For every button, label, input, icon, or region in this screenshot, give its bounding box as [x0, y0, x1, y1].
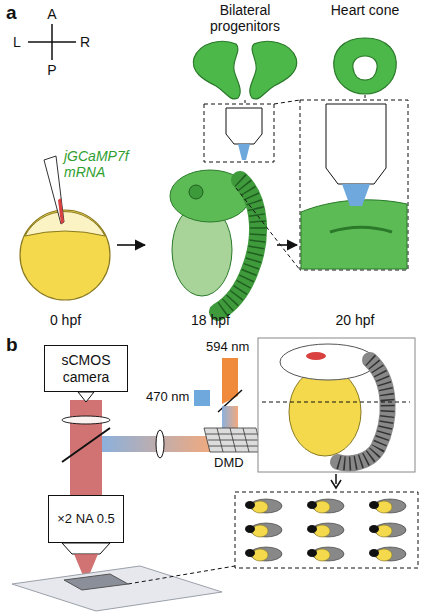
- orange-beam: [222, 358, 238, 404]
- stage-arrow: [117, 244, 145, 246]
- embryo-array: [245, 499, 406, 561]
- dashed-guide: [236, 188, 300, 270]
- stage-title: Heart cone: [325, 2, 405, 18]
- mini-embryo: [245, 547, 282, 561]
- pipette: [44, 156, 64, 224]
- zoom-frame: [300, 100, 408, 270]
- injection-label: jGCaMP7f mRNA: [64, 148, 136, 180]
- emission-beam: [70, 400, 102, 495]
- dashed-guide: [262, 402, 410, 403]
- inset-tail: [338, 360, 388, 463]
- stage-label: 20 hpf: [336, 312, 375, 328]
- objective-large: [326, 104, 386, 184]
- stage-label: 18 hpf: [191, 312, 230, 328]
- relay-lens: [156, 430, 164, 458]
- down-arrow: [331, 474, 341, 488]
- inset-somites: [338, 360, 388, 463]
- box-label: sCMOS camera: [49, 352, 123, 384]
- wavelength-label: 594 nm: [206, 340, 249, 355]
- tissue-streak: [330, 228, 392, 233]
- dichroic-mirror: [62, 428, 110, 462]
- egg-cell: [25, 212, 105, 236]
- mini-embryo: [369, 547, 406, 561]
- dashed-guide: [128, 566, 235, 584]
- wavelength-label: 470 nm: [146, 390, 189, 405]
- sample-chip: [12, 566, 222, 611]
- mini-embryo: [369, 523, 406, 537]
- excitation-cone: [342, 184, 370, 206]
- box-label: ×2 NA 0.5: [57, 512, 114, 527]
- objective-small: [226, 108, 262, 144]
- axis-label: R: [80, 34, 90, 50]
- mini-embryo: [369, 499, 406, 513]
- inset-yolk: [289, 368, 361, 456]
- stage-group: 18 hpf: [148, 100, 273, 328]
- sample-well: [64, 574, 128, 590]
- tissue: [301, 200, 407, 269]
- panel-letter: a: [6, 2, 17, 24]
- mini-embryo: [245, 499, 282, 513]
- blue-source: [194, 390, 210, 406]
- dashed-guide: [274, 100, 300, 104]
- pipette-tip: [58, 198, 64, 224]
- progenitor-right: [250, 41, 297, 99]
- axis-label: L: [13, 34, 21, 50]
- progenitor-left: [193, 41, 240, 99]
- mini-embryo: [307, 499, 344, 513]
- stage-title: Bilateral progenitors: [193, 2, 297, 34]
- axis-label: A: [47, 6, 56, 22]
- axis-label: P: [47, 62, 56, 78]
- instrument-box: ×2 NA 0.5: [48, 495, 124, 543]
- inset-head: [280, 344, 376, 380]
- mini-embryo: [307, 547, 344, 561]
- array-frame: [235, 492, 418, 568]
- objective-tip: [62, 543, 110, 554]
- device-label: DMD: [214, 456, 244, 471]
- camera-lens: [78, 392, 94, 402]
- somites: [218, 180, 258, 312]
- dashed-guide: [365, 95, 366, 100]
- panel-letter: b: [6, 334, 18, 356]
- inset-frame: [258, 338, 415, 472]
- stage-group: 20 hpf: [300, 100, 410, 328]
- mini-embryo: [245, 523, 282, 537]
- egg-yolk: [20, 210, 110, 300]
- mini-embryo: [307, 523, 344, 537]
- dashed-guide: [245, 100, 246, 104]
- stage-arrow: [277, 244, 297, 246]
- embryo-eye: [189, 185, 203, 199]
- dmd: [204, 428, 262, 452]
- axis-cross: [28, 24, 76, 60]
- zoom-frame-small: [204, 104, 274, 162]
- heart: [306, 352, 326, 360]
- excitation-cone-small: [238, 144, 250, 160]
- tube-lens: [62, 416, 110, 424]
- stage-label: 0 hpf: [50, 312, 81, 328]
- heart-cone: [334, 38, 396, 94]
- combined-beam: [222, 406, 238, 428]
- stage-group: 0 hpf: [18, 198, 113, 328]
- embryo-body: [218, 180, 258, 312]
- instrument-box: sCMOS camera: [44, 345, 128, 392]
